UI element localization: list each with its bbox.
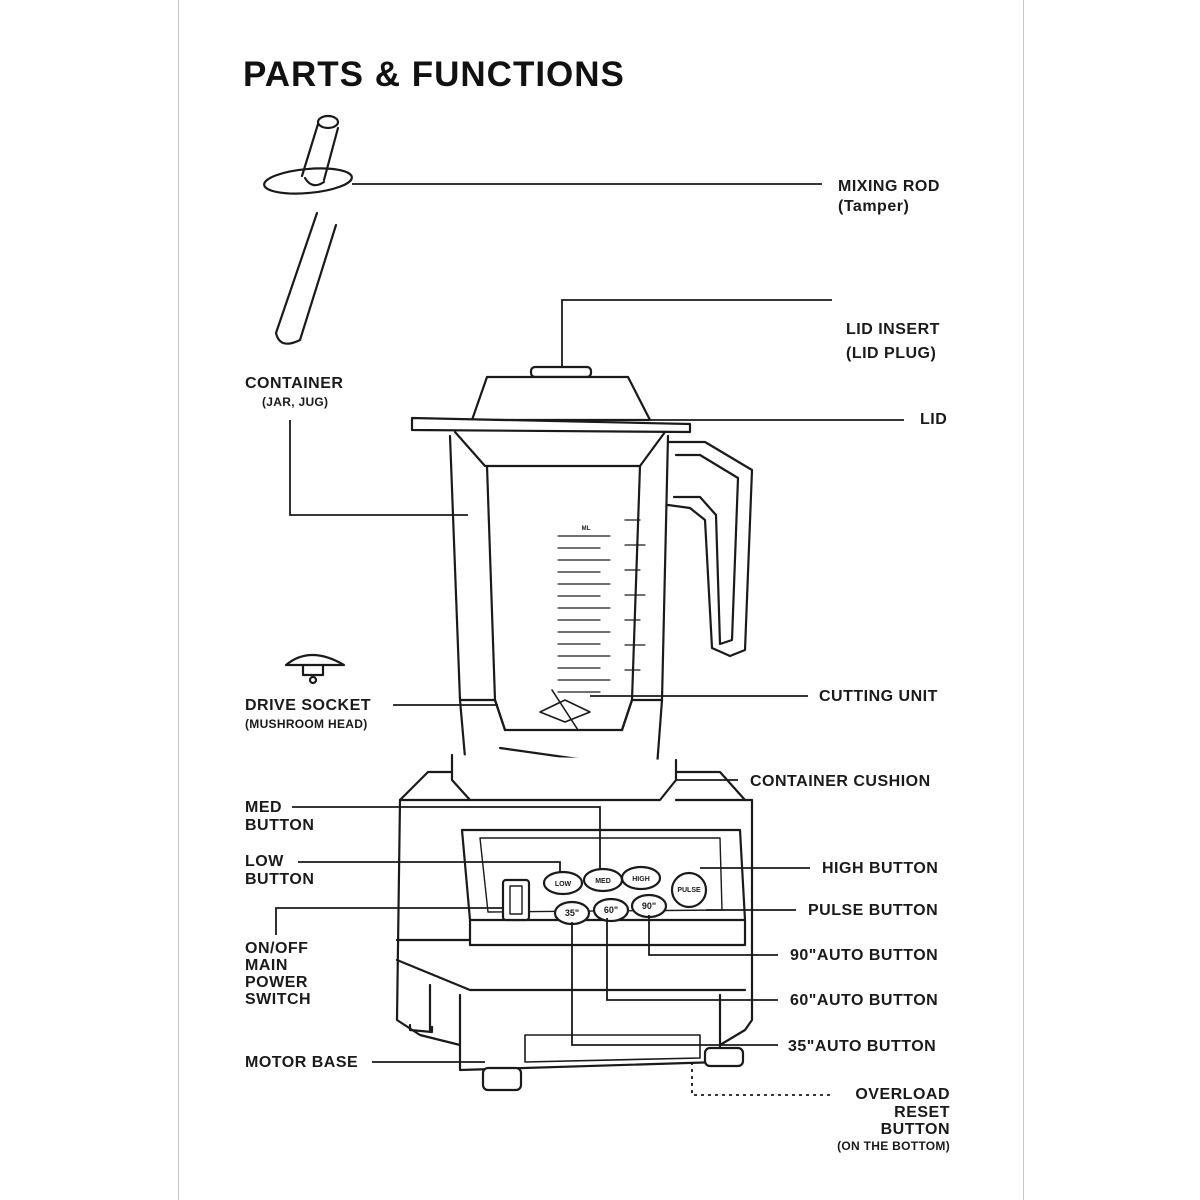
leader-35-auto	[571, 922, 778, 1046]
panel-low-text: LOW	[555, 881, 572, 888]
motor-base-drawing	[395, 770, 754, 1092]
leader-low-button	[298, 861, 561, 872]
label-cutting-unit: CUTTING UNIT	[819, 688, 938, 705]
label-overload-1: OVERLOAD	[855, 1086, 950, 1103]
panel-med-text: MED	[595, 878, 611, 885]
label-high-button: HIGH BUTTON	[822, 860, 939, 877]
mixing-rod-drawing	[263, 114, 353, 345]
label-mixing-rod-sub: (Tamper)	[838, 198, 910, 215]
label-90-auto-button: 90"AUTO BUTTON	[790, 947, 939, 964]
label-overload-3: BUTTON	[880, 1121, 950, 1138]
panel-60-text: 60"	[604, 905, 618, 915]
leader-90-auto	[648, 915, 778, 956]
label-med-button-1: MED	[245, 799, 283, 816]
label-lid-insert-sub: (LID PLUG)	[846, 345, 937, 362]
label-container: CONTAINER	[245, 375, 344, 392]
panel-pulse-text: PULSE	[677, 887, 701, 894]
label-60-auto-button: 60"AUTO BUTTON	[790, 992, 939, 1009]
label-lid: LID	[920, 411, 948, 428]
label-container-sub: (JAR, JUG)	[262, 395, 329, 409]
label-onoff-3: POWER	[245, 974, 308, 991]
drive-socket-drawing	[284, 654, 346, 685]
leader-med-button	[292, 806, 601, 870]
leader-onoff	[275, 907, 503, 935]
label-mixing-rod: MIXING ROD	[838, 178, 940, 195]
scale-ml-text: ML	[582, 526, 591, 532]
page-frame	[178, 0, 1024, 1200]
label-overload-2: RESET	[894, 1104, 950, 1121]
label-motor-base: MOTOR BASE	[245, 1054, 359, 1071]
panel-35-text: 35"	[565, 908, 579, 918]
label-drive-socket-sub: (MUSHROOM HEAD)	[245, 717, 368, 731]
panel-90-text: 90"	[642, 901, 656, 911]
leader-60-auto	[606, 918, 778, 1001]
label-onoff-4: SWITCH	[245, 991, 312, 1008]
lid-drawing	[410, 365, 692, 468]
leader-overload	[691, 1062, 832, 1096]
label-35-auto-button: 35"AUTO BUTTON	[788, 1038, 937, 1055]
label-container-cushion: CONTAINER CUSHION	[750, 773, 931, 790]
container-cushion-drawing	[450, 753, 678, 802]
label-low-button-2: BUTTON	[245, 871, 315, 888]
label-overload-sub: (ON THE BOTTOM)	[837, 1139, 950, 1153]
label-lid-insert: LID INSERT	[846, 321, 940, 338]
leader-container	[289, 420, 468, 516]
label-drive-socket: DRIVE SOCKET	[245, 697, 372, 714]
label-low-button-1: LOW	[245, 853, 284, 870]
label-pulse-button: PULSE BUTTON	[808, 902, 939, 919]
leader-lid-insert	[561, 299, 832, 366]
panel-high-text: HIGH	[632, 876, 650, 883]
label-onoff-1: ON/OFF	[245, 940, 309, 957]
container-drawing	[448, 434, 754, 782]
label-med-button-2: BUTTON	[245, 817, 315, 834]
label-onoff-2: MAIN	[245, 957, 288, 974]
page-title: PARTS & FUNCTIONS	[243, 55, 625, 94]
